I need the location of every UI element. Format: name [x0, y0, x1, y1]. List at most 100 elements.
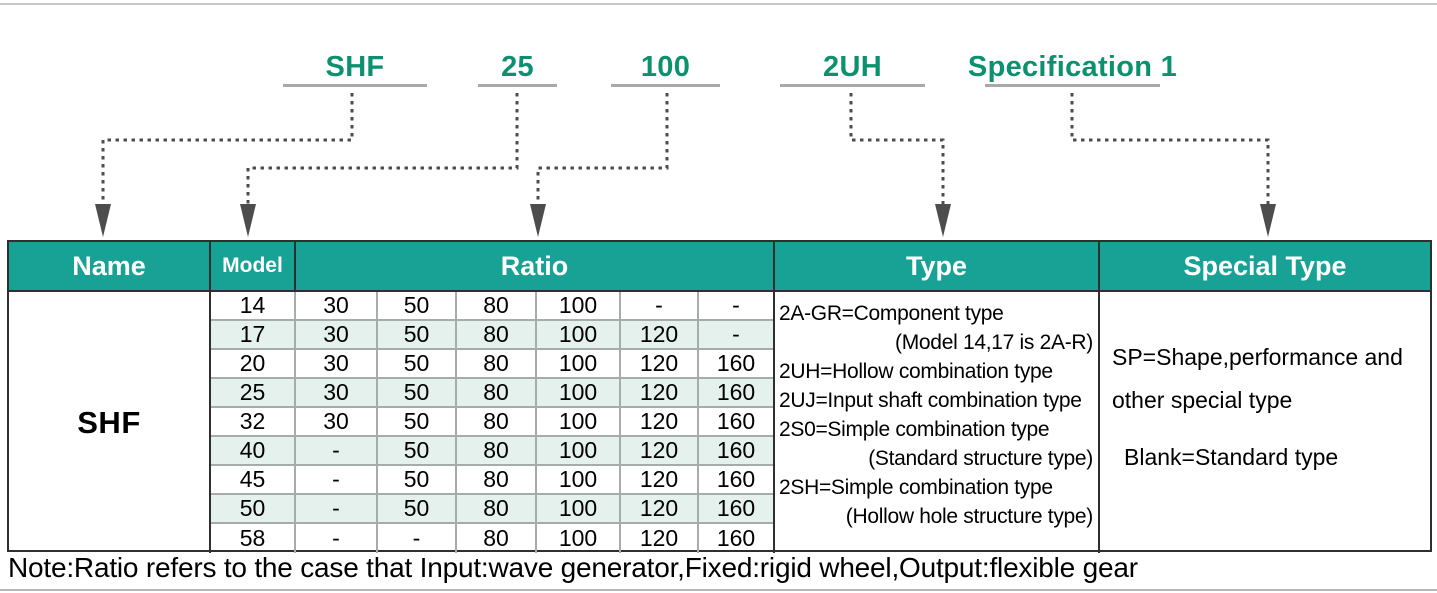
ratio-grid: 14 30 50 80 100 - - 17 30 50 80 100 120 …	[211, 292, 775, 553]
model-cell: 25	[211, 379, 296, 406]
ratio-cell: 50	[378, 466, 457, 493]
ratio-cell: -	[378, 524, 457, 553]
table-row: 50 - 50 80 100 120 160	[211, 495, 773, 524]
table-row: 25 30 50 80 100 120 160	[211, 379, 773, 408]
ratio-cell: 30	[296, 292, 378, 319]
ratio-cell: 50	[378, 408, 457, 435]
special-type-line: Blank=Standard type	[1124, 444, 1339, 470]
header-ratio: Ratio	[296, 242, 775, 290]
arrowhead-icon	[1260, 204, 1276, 237]
type-line: 2A-GR=Component type	[779, 302, 1004, 325]
footnote: Note:Ratio refers to the case that Input…	[8, 552, 1138, 583]
ratio-cell: 160	[716, 466, 756, 492]
table-row: 40 - 50 80 100 120 160	[211, 437, 773, 466]
ratio-cell: 160	[716, 437, 756, 463]
table-row: 58 - - 80 100 120 160	[211, 524, 773, 553]
ratio-cell: 30	[296, 321, 378, 348]
ratio-cell: 50	[378, 495, 457, 522]
arrowhead-icon	[530, 204, 546, 237]
ratio-cell: 100	[537, 408, 621, 435]
model-cell: 50	[211, 495, 296, 522]
code-label-text: Specification 1	[967, 51, 1178, 83]
table-row: 14 30 50 80 100 - -	[211, 292, 773, 321]
table-row: 17 30 50 80 100 120 -	[211, 321, 773, 350]
arrow-line-model	[246, 93, 519, 204]
model-cell: 40	[211, 437, 296, 464]
ratio-cell: 50	[378, 379, 457, 406]
ratio-cell: 80	[457, 466, 537, 493]
ratio-cell: 160	[716, 379, 756, 405]
table-row: 45 - 50 80 100 120 160	[211, 466, 773, 495]
ratio-cell: 50	[378, 292, 457, 319]
model-cell: 20	[211, 350, 296, 377]
arrow-line-special	[1070, 93, 1270, 204]
ratio-cell: 160	[716, 350, 756, 376]
arrowhead-icon	[95, 204, 111, 237]
ratio-cell: 120	[621, 350, 699, 377]
ratio-cell: 100	[537, 437, 621, 464]
header-model: Model	[211, 242, 296, 290]
ratio-cell: 160	[716, 408, 756, 434]
ratio-cell: 120	[621, 466, 699, 493]
type-line: 2UH=Hollow combination type	[779, 360, 1053, 383]
ratio-cell: 100	[537, 466, 621, 493]
model-cell: 14	[211, 292, 296, 319]
code-label-ratio: 100	[611, 48, 720, 87]
type-line: (Hollow hole structure type)	[845, 505, 1094, 528]
code-label-name: SHF	[283, 48, 427, 87]
model-cell: 32	[211, 408, 296, 435]
arrow-line-type	[849, 93, 945, 204]
special-type-cell: SP=Shape,performance and other special t…	[1100, 292, 1430, 553]
ratio-cell: 100	[537, 524, 621, 553]
table-header-row: Name Model Ratio Type Special Type	[9, 242, 1430, 292]
type-cell: 2A-GR=Component type (Model 14,17 is 2A-…	[775, 292, 1100, 553]
ratio-cell: 80	[457, 379, 537, 406]
ratio-cell: -	[732, 292, 740, 318]
header-name: Name	[9, 242, 211, 290]
ratio-cell: 100	[537, 292, 621, 319]
code-label-text: 25	[501, 51, 534, 83]
code-label-special: Specification 1	[968, 48, 1177, 87]
ratio-cell: 120	[621, 408, 699, 435]
ratio-cell: 30	[296, 350, 378, 377]
ratio-cell: 80	[457, 350, 537, 377]
model-cell: 45	[211, 466, 296, 493]
ratio-cell: -	[296, 495, 378, 522]
code-label-type: 2UH	[780, 48, 925, 87]
ratio-cell: 50	[378, 321, 457, 348]
ratio-cell: -	[296, 437, 378, 464]
ratio-cell: 100	[537, 350, 621, 377]
ratio-cell: 80	[457, 292, 537, 319]
model-spec-table: Name Model Ratio Type Special Type SHF 1…	[7, 240, 1432, 553]
ratio-cell: -	[621, 292, 699, 319]
ratio-cell: 100	[537, 495, 621, 522]
ratio-cell: 160	[716, 495, 756, 521]
type-line: (Model 14,17 is 2A-R)	[895, 331, 1093, 354]
top-divider	[0, 3, 1437, 5]
ratio-cell: 80	[457, 437, 537, 464]
ratio-cell: -	[296, 466, 378, 493]
code-label-text: SHF	[325, 51, 385, 83]
ratio-cell: 80	[457, 408, 537, 435]
ratio-cell: 120	[621, 524, 699, 553]
ratio-cell: -	[732, 321, 740, 347]
arrow-line-name	[101, 93, 354, 204]
ratio-cell: 160	[716, 525, 756, 551]
header-special-type: Special Type	[1183, 250, 1347, 281]
ratio-cell: 50	[378, 350, 457, 377]
code-label-text: 100	[640, 51, 691, 83]
type-line: 2UJ=Input shaft combination type	[779, 389, 1082, 412]
model-cell: 58	[211, 524, 296, 553]
arrow-line-ratio	[536, 93, 669, 204]
ratio-cell: 30	[296, 408, 378, 435]
model-cell: 17	[211, 321, 296, 348]
ratio-cell: 30	[296, 379, 378, 406]
ratio-cell: 100	[537, 379, 621, 406]
special-type-line: other special type	[1112, 387, 1293, 413]
ratio-cell: 120	[621, 321, 699, 348]
table-row: 32 30 50 80 100 120 160	[211, 408, 773, 437]
arrowhead-icon	[240, 204, 256, 237]
header-type: Type	[775, 242, 1100, 290]
ratio-cell: 120	[621, 437, 699, 464]
ratio-cell: -	[296, 524, 378, 553]
